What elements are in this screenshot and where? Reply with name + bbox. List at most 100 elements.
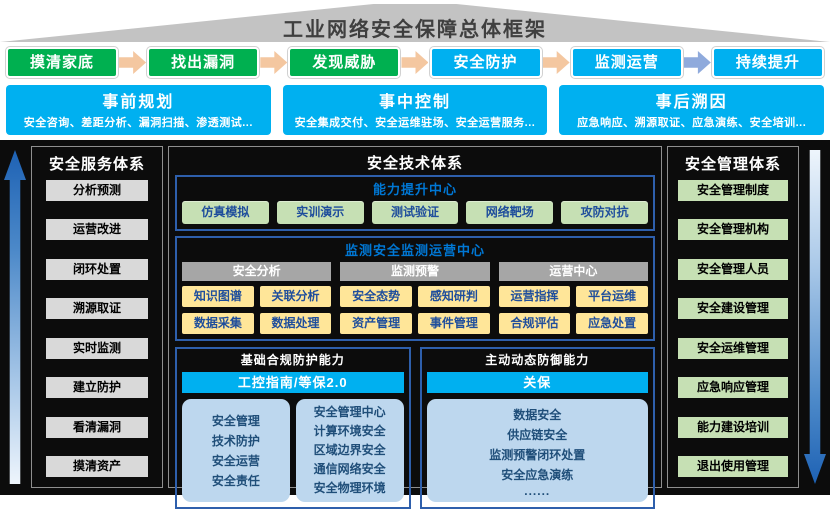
active-capability-list: 数据安全 供应链安全 监测预警闭环处置 安全应急演练 ...... xyxy=(426,399,648,502)
phase-box-after: 事后溯因 应急响应、溯源取证、应急演练、安全培训... xyxy=(559,85,825,135)
soc-cells: 安全态势 感知研判 资产管理 事件管理 xyxy=(340,286,490,334)
capability-bottom-row: 基础合规防护能力 工控指南/等保2.0 安全管理 技术防护 安全运营 安全责任 … xyxy=(175,347,655,509)
base-capability-col2: 安全管理中心 计算环境安全 区域边界安全 通信网络安全 安全物理环境 xyxy=(295,399,404,502)
soc-cell: 应急处置 xyxy=(576,313,648,334)
phase-items: 安全咨询、差距分析、漏洞扫描、渗透测试... xyxy=(23,117,253,129)
soc-group-header: 运营中心 xyxy=(498,262,648,281)
management-item: 安全管理人员 xyxy=(678,258,788,280)
phase-title: 事后溯因 xyxy=(655,94,728,111)
capability-item: 网络靶场 xyxy=(466,201,554,224)
capability-items: 仿真模拟 实训演示 测试验证 网络靶场 攻防对抗 xyxy=(182,201,648,224)
tech-system-title: 安全技术体系 xyxy=(366,155,463,172)
active-capability-title: 主动动态防御能力 xyxy=(485,353,590,367)
phase-items: 安全集成交付、安全运维驻场、安全运营服务... xyxy=(294,117,536,129)
service-item: 闭环处置 xyxy=(46,258,148,280)
active-capability-columns: 数据安全 供应链安全 监测预警闭环处置 安全应急演练 ...... xyxy=(426,399,648,502)
flow-step-6: 持续提升 xyxy=(711,47,824,78)
page-title: 工业网络安全保障总体框架 xyxy=(283,19,547,41)
active-capability-box: 主动动态防御能力 关保 数据安全 供应链安全 监测预警闭环处置 安全应急演练 .… xyxy=(419,347,655,509)
phase-title: 事前规划 xyxy=(102,94,175,111)
management-item: 能力建设培训 xyxy=(678,416,788,438)
service-item: 摸清资产 xyxy=(46,455,148,477)
soc-cell: 安全态势 xyxy=(340,286,412,307)
soc-cell: 数据处理 xyxy=(259,313,332,334)
phase-box-before: 事前规划 安全咨询、差距分析、漏洞扫描、渗透测试... xyxy=(6,85,271,135)
management-system-items: 安全管理制度 安全管理机构 安全管理人员 安全建设管理 安全运维管理 应急响应管… xyxy=(676,176,790,479)
service-item: 分析预测 xyxy=(46,180,148,201)
tech-system-panel: 安全技术体系 能力提升中心 仿真模拟 实训演示 测试验证 网络靶场 攻防对抗 监… xyxy=(168,146,662,509)
base-capability-title: 基础合规防护能力 xyxy=(240,353,345,367)
flow-row: 摸清家底 找出漏洞 发现威胁 安全防护 监测运营 持续提升 xyxy=(6,46,824,79)
management-item: 安全管理制度 xyxy=(678,180,788,201)
service-system-panel: 安全服务体系 分析预测 运营改进 闭环处置 溯源取证 实时监测 建立防护 看清漏… xyxy=(31,146,163,488)
systems-region: 安全服务体系 分析预测 运营改进 闭环处置 溯源取证 实时监测 建立防护 看清漏… xyxy=(0,140,830,509)
capability-item: 攻防对抗 xyxy=(561,201,648,224)
base-item: 安全责任 xyxy=(211,473,260,488)
base-item: 区域边界安全 xyxy=(313,443,386,457)
soc-group-header: 监测预警 xyxy=(340,262,490,281)
soc-groups: 安全分析 知识图谱 关联分析 数据采集 数据处理 监测预警 安全态势 感知研判 xyxy=(182,262,648,334)
capability-center-title: 能力提升中心 xyxy=(372,182,457,197)
soc-cell: 运营指挥 xyxy=(498,286,571,307)
phase-box-during: 事中控制 安全集成交付、安全运维驻场、安全运营服务... xyxy=(282,85,548,135)
arrow-right-icon xyxy=(683,50,711,75)
flow-step-1: 摸清家底 xyxy=(6,47,118,78)
base-item: 安全物理环境 xyxy=(313,481,386,495)
flow-step-4: 安全防护 xyxy=(429,47,542,78)
active-item: 监测预警闭环处置 xyxy=(489,447,586,462)
soc-group-operation: 运营中心 运营指挥 平台运维 合规评估 应急处置 xyxy=(498,262,648,334)
base-capability-columns: 安全管理 技术防护 安全运营 安全责任 安全管理中心 计算环境安全 区域边界安全… xyxy=(182,399,404,502)
service-item: 看清漏洞 xyxy=(46,416,148,438)
service-system-items: 分析预测 运营改进 闭环处置 溯源取证 实时监测 建立防护 看清漏洞 摸清资产 xyxy=(40,176,154,479)
service-item: 实时监测 xyxy=(46,337,148,359)
flow-step-5: 监测运营 xyxy=(570,47,683,78)
arrow-right-icon xyxy=(119,50,147,75)
phase-items: 应急响应、溯源取证、应急演练、安全培训... xyxy=(577,117,807,129)
service-item: 运营改进 xyxy=(46,219,148,241)
base-item: 通信网络安全 xyxy=(313,462,386,476)
management-item: 安全运维管理 xyxy=(678,337,788,359)
soc-cells: 知识图谱 关联分析 数据采集 数据处理 xyxy=(182,286,332,334)
base-capability-col1: 安全管理 技术防护 安全运营 安全责任 xyxy=(182,399,290,502)
management-item: 退出使用管理 xyxy=(678,455,788,477)
base-item: 安全管理 xyxy=(211,413,260,428)
soc-group-header: 安全分析 xyxy=(182,262,332,281)
base-item: 安全运营 xyxy=(211,453,260,468)
flow-step-3: 发现威胁 xyxy=(288,47,401,78)
soc-cell: 平台运维 xyxy=(576,286,648,307)
service-item: 建立防护 xyxy=(46,377,148,399)
capability-center-box: 能力提升中心 仿真模拟 实训演示 测试验证 网络靶场 攻防对抗 xyxy=(175,175,655,231)
arrow-right-icon xyxy=(401,50,429,75)
arrow-right-icon xyxy=(542,50,570,75)
active-item: 安全应急演练 xyxy=(501,467,574,482)
soc-group-monitor: 监测预警 安全态势 感知研判 资产管理 事件管理 xyxy=(340,262,490,334)
capability-item: 仿真模拟 xyxy=(182,201,269,224)
soc-box: 监测安全监测运营中心 安全分析 知识图谱 关联分析 数据采集 数据处理 监测预警 xyxy=(175,236,655,341)
base-capability-badge: 工控指南/等保2.0 xyxy=(182,372,404,393)
framework-diagram: 工业网络安全保障总体框架 摸清家底 找出漏洞 发现威胁 安全防护 监测运营 持续… xyxy=(0,4,830,509)
base-capability-box: 基础合规防护能力 工控指南/等保2.0 安全管理 技术防护 安全运营 安全责任 … xyxy=(175,347,411,509)
soc-group-analysis: 安全分析 知识图谱 关联分析 数据采集 数据处理 xyxy=(182,262,332,334)
soc-cell: 合规评估 xyxy=(498,313,571,334)
down-arrow-icon xyxy=(804,150,826,484)
soc-cell: 资产管理 xyxy=(340,313,412,334)
phase-row: 事前规划 安全咨询、差距分析、漏洞扫描、渗透测试... 事中控制 安全集成交付、… xyxy=(6,85,825,135)
soc-cell: 知识图谱 xyxy=(182,286,254,307)
soc-cell: 事件管理 xyxy=(417,313,490,334)
soc-cells: 运营指挥 平台运维 合规评估 应急处置 xyxy=(498,286,648,334)
base-item: 计算环境安全 xyxy=(313,424,386,438)
soc-title: 监测安全监测运营中心 xyxy=(344,243,485,258)
up-arrow-icon xyxy=(4,150,26,484)
capability-item: 测试验证 xyxy=(371,201,459,224)
management-system-panel: 安全管理体系 安全管理制度 安全管理机构 安全管理人员 安全建设管理 安全运维管… xyxy=(667,146,799,488)
service-item: 溯源取证 xyxy=(46,298,148,320)
arrow-right-icon xyxy=(260,50,288,75)
active-capability-badge: 关保 xyxy=(426,372,648,393)
management-item: 安全管理机构 xyxy=(678,219,788,241)
ellipsis-label: ...... xyxy=(524,483,551,498)
soc-cell: 感知研判 xyxy=(417,286,490,307)
soc-cell: 数据采集 xyxy=(182,313,254,334)
management-item: 应急响应管理 xyxy=(678,377,788,399)
management-system-title: 安全管理体系 xyxy=(684,156,781,173)
active-item: 数据安全 xyxy=(513,407,562,422)
